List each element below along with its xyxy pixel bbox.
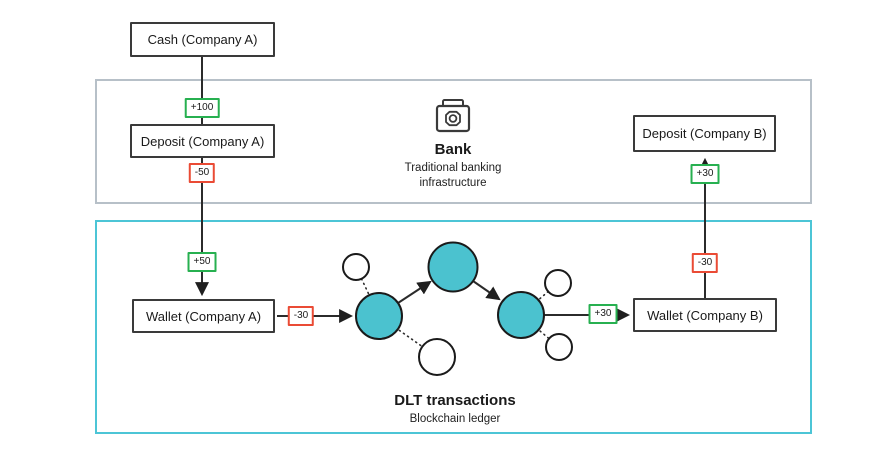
flow-node1-to-node2	[397, 280, 432, 304]
peer-node-2	[418, 338, 456, 376]
badge-minus-30-wallet-a: -30	[287, 306, 315, 326]
dlt-node-3	[497, 291, 545, 339]
bank-title: Bank	[434, 141, 472, 158]
node-deposit-company-a: Deposit (Company A)	[130, 124, 275, 158]
node-wallet-company-b-label: Wallet (Company B)	[647, 307, 763, 323]
node-cash-company-a: Cash (Company A)	[130, 22, 275, 57]
bank-subtitle-line2: infrastructure	[419, 177, 487, 189]
peer-node-1	[342, 253, 370, 281]
dlt-node-1	[355, 292, 403, 340]
badge-minus-30-wallet-b: -30	[691, 253, 719, 273]
peer-node-3	[544, 269, 572, 297]
badge-plus-30-wallet-b: +30	[588, 304, 618, 324]
dlt-title: DLT transactions	[394, 392, 516, 409]
node-deposit-company-b-label: Deposit (Company B)	[642, 126, 767, 141]
node-cash-company-a-label: Cash (Company A)	[147, 32, 258, 47]
node-wallet-company-b: Wallet (Company B)	[633, 298, 777, 332]
badge-minus-50: -50	[188, 163, 216, 183]
node-deposit-company-b: Deposit (Company B)	[633, 115, 776, 152]
node-deposit-company-a-label: Deposit (Company A)	[140, 133, 265, 149]
flow-node2-to-node3	[472, 280, 501, 301]
badge-plus-100: +100	[184, 98, 220, 118]
peer-node-4	[545, 333, 573, 361]
node-wallet-company-a-label: Wallet (Company A)	[145, 308, 262, 324]
dlt-subtitle: Blockchain ledger	[409, 413, 501, 425]
bank-subtitle-line1: Traditional banking	[404, 162, 502, 174]
bank-section-label: Bank Traditional banking infrastructure	[333, 141, 573, 191]
cash-icon	[434, 97, 472, 140]
dlt-node-2	[427, 241, 479, 293]
peer-link-node1-downright	[378, 315, 438, 358]
node-wallet-company-a: Wallet (Company A)	[132, 299, 275, 333]
badge-plus-30-deposit-b: +30	[690, 164, 720, 184]
badge-plus-50: +50	[187, 252, 217, 272]
dlt-section-label: DLT transactions Blockchain ledger	[335, 392, 575, 427]
